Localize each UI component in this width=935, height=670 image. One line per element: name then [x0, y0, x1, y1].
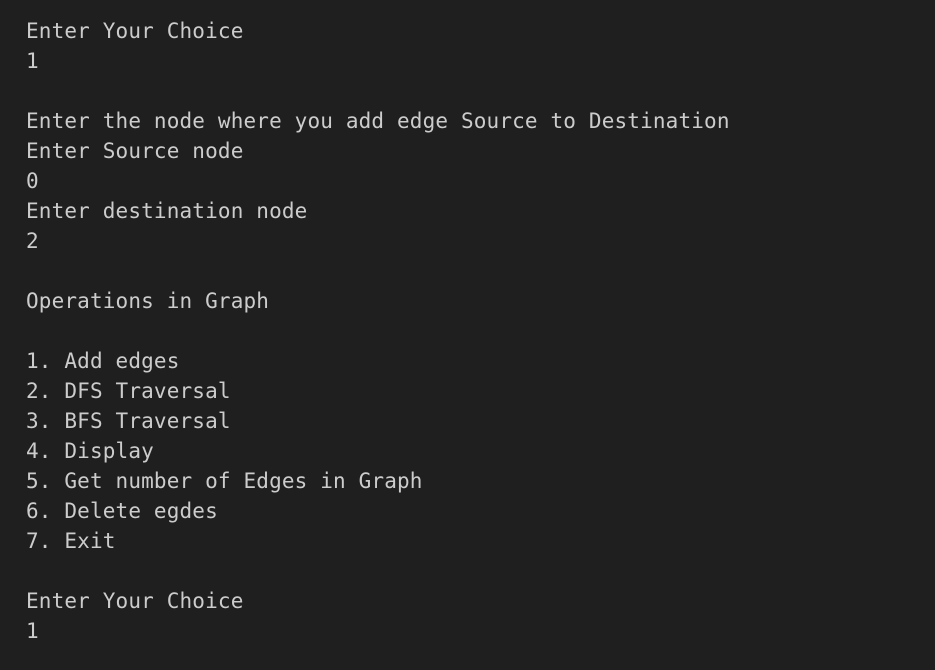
prompt-line: Enter destination node	[26, 199, 308, 223]
blank-line	[26, 256, 935, 286]
prompt-line: Enter Source node	[26, 139, 244, 163]
user-input-line: 1	[26, 49, 39, 73]
menu-option: 7. Exit	[26, 529, 116, 553]
blank-line	[26, 556, 935, 586]
menu-option: 5. Get number of Edges in Graph	[26, 469, 423, 493]
blank-line	[26, 76, 935, 106]
menu-option: 4. Display	[26, 439, 154, 463]
menu-heading: Operations in Graph	[26, 289, 270, 313]
prompt-line: Enter Your Choice	[26, 19, 244, 43]
menu-option: 6. Delete egdes	[26, 499, 218, 523]
prompt-line: Enter Your Choice	[26, 589, 244, 613]
blank-line	[26, 316, 935, 346]
user-input-line: 2	[26, 229, 39, 253]
menu-option: 1. Add edges	[26, 349, 180, 373]
menu-option: 3. BFS Traversal	[26, 409, 231, 433]
user-input-line: 1	[26, 619, 39, 643]
user-input-line: 0	[26, 169, 39, 193]
prompt-line: Enter the node where you add edge Source…	[26, 109, 730, 133]
menu-option: 2. DFS Traversal	[26, 379, 231, 403]
